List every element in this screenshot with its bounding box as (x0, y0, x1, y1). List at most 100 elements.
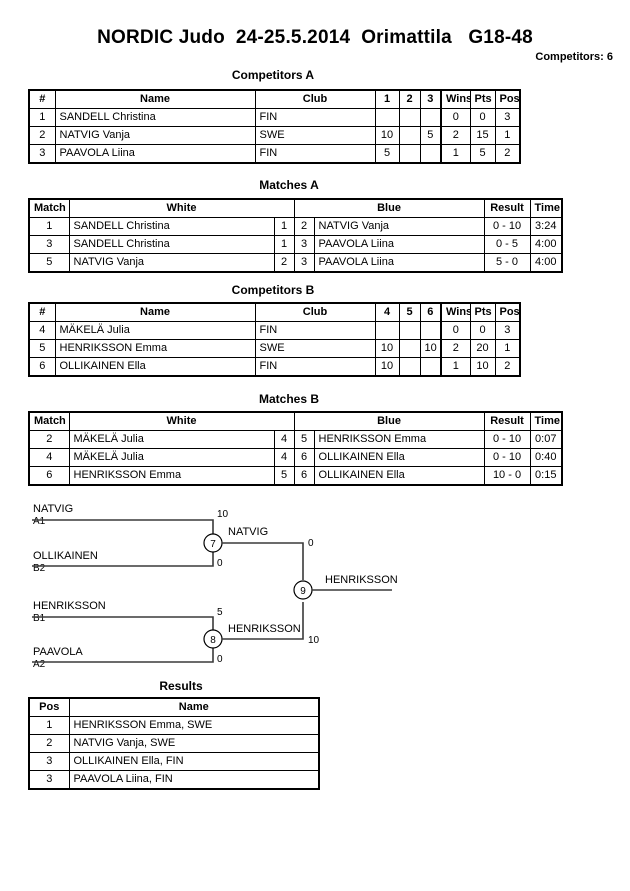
caption-matches-a: Matches A (259, 178, 319, 192)
cell-club: FIN (254, 108, 376, 127)
bracket-semifinal-score: 10 (308, 635, 320, 646)
cell-club: FIN (254, 321, 376, 340)
cell-club: FIN (254, 357, 376, 377)
cell-white-name: SANDELL Christina (68, 217, 275, 236)
cell-pos: 1 (494, 339, 521, 358)
cell-pts: 5 (469, 144, 496, 164)
col-pts: Pts (469, 302, 496, 322)
col-match-2: 2 (398, 89, 421, 109)
col-time: Time (529, 198, 563, 218)
cell-match-3 (419, 144, 442, 164)
bracket-connector-entrant-1 (32, 519, 214, 534)
col-number: # (28, 302, 56, 322)
cell-match: 1 (28, 217, 70, 236)
cell-time: 0:07 (529, 430, 563, 449)
cell-name: OLLIKAINEN Ella, FIN (68, 752, 320, 771)
table-row: 3 PAAVOLA Liina FIN 5 1 5 2 (28, 144, 521, 164)
cell-pos: 3 (28, 770, 70, 790)
bracket-entrant-score: 0 (217, 558, 223, 569)
cell-blue-number: 3 (293, 253, 315, 273)
table-header-row: # Name Club 1 2 3 Wins Pts Pos (28, 89, 521, 109)
cell-club: SWE (254, 339, 376, 358)
cell-match-1 (374, 108, 400, 127)
table-row: 3 OLLIKAINEN Ella, FIN (28, 752, 320, 771)
cell-white-name: MÄKELÄ Julia (68, 448, 275, 467)
col-match: Match (28, 411, 70, 431)
cell-club: FIN (254, 144, 376, 164)
table-row: 1 HENRIKSSON Emma, SWE (28, 716, 320, 735)
cell-white-number: 1 (273, 217, 295, 236)
cell-match-5 (398, 339, 421, 358)
cell-white-name: SANDELL Christina (68, 235, 275, 254)
col-club: Club (254, 302, 376, 322)
table-row: 4 MÄKELÄ Julia 4 6 OLLIKAINEN Ella 0 - 1… (28, 448, 563, 467)
bracket-node-number: 9 (300, 586, 306, 597)
cell-match-4: 10 (374, 357, 400, 377)
col-club: Club (254, 89, 376, 109)
cell-match-2 (398, 108, 421, 127)
col-match-5: 5 (398, 302, 421, 322)
table-matches-a: Match White Blue Result Time 1 SANDELL C… (28, 198, 564, 273)
cell-name: HENRIKSSON Emma, SWE (68, 716, 320, 735)
cell-name: PAAVOLA Liina (54, 144, 256, 164)
col-pts: Pts (469, 89, 496, 109)
cell-white-name: MÄKELÄ Julia (68, 430, 275, 449)
cell-number: 5 (28, 339, 56, 358)
cell-white-number: 5 (273, 466, 295, 486)
cell-match: 5 (28, 253, 70, 273)
cell-match: 6 (28, 466, 70, 486)
cell-number: 6 (28, 357, 56, 377)
bracket-entrant-name: NATVIG (33, 503, 73, 515)
cell-match-2 (398, 126, 421, 145)
cell-blue-name: NATVIG Vanja (313, 217, 485, 236)
table-competitors-b: # Name Club 4 5 6 Wins Pts Pos 4 MÄKELÄ … (28, 302, 521, 377)
bracket-connector-entrant-2 (32, 552, 214, 567)
bracket-entrant-score: 0 (217, 654, 223, 665)
cell-match-6 (419, 357, 442, 377)
cell-match: 4 (28, 448, 70, 467)
bracket-connector-entrant-4 (32, 648, 214, 663)
col-time: Time (529, 411, 563, 431)
bracket-connector-entrant-3 (32, 616, 214, 631)
cell-match-4: 10 (374, 339, 400, 358)
cell-wins: 2 (440, 126, 471, 145)
bracket-semifinal-winner: HENRIKSSON (228, 623, 301, 635)
cell-result: 0 - 10 (483, 430, 531, 449)
col-result: Result (483, 198, 531, 218)
cell-name: NATVIG Vanja, SWE (68, 734, 320, 753)
col-match-1: 1 (374, 89, 400, 109)
cell-number: 3 (28, 144, 56, 164)
table-matches-b: Match White Blue Result Time 2 MÄKELÄ Ju… (28, 411, 564, 486)
col-white: White (68, 198, 295, 218)
cell-result: 0 - 5 (483, 235, 531, 254)
cell-pts: 10 (469, 357, 496, 377)
cell-white-number: 4 (273, 430, 295, 449)
col-name: Name (68, 697, 320, 717)
caption-matches-b: Matches B (258, 392, 320, 406)
col-pos: Pos (494, 89, 521, 109)
cell-white-name: NATVIG Vanja (68, 253, 275, 273)
cell-pos: 1 (28, 716, 70, 735)
table-row: 6 HENRIKSSON Emma 5 6 OLLIKAINEN Ella 10… (28, 466, 563, 486)
cell-club: SWE (254, 126, 376, 145)
bracket-champion: HENRIKSSON (325, 574, 398, 586)
page-title: NORDIC Judo 24-25.5.2014 Orimattila G18-… (97, 27, 533, 48)
cell-blue-number: 2 (293, 217, 315, 236)
cell-pts: 20 (469, 339, 496, 358)
bracket-entrant-score: 5 (217, 607, 223, 618)
cell-number: 4 (28, 321, 56, 340)
bracket-node-number: 7 (210, 539, 216, 550)
cell-white-number: 4 (273, 448, 295, 467)
cell-pos: 3 (494, 321, 521, 340)
cell-number: 1 (28, 108, 56, 127)
col-name: Name (54, 89, 256, 109)
cell-blue-number: 6 (293, 448, 315, 467)
cell-blue-number: 5 (293, 430, 315, 449)
cell-match-1: 5 (374, 144, 400, 164)
cell-match-5 (398, 321, 421, 340)
caption-competitors-b: Competitors B (231, 283, 315, 297)
cell-result: 10 - 0 (483, 466, 531, 486)
bracket-entrant-seed: B1 (33, 613, 46, 624)
cell-match-4 (374, 321, 400, 340)
table-header-row: Match White Blue Result Time (28, 411, 563, 431)
